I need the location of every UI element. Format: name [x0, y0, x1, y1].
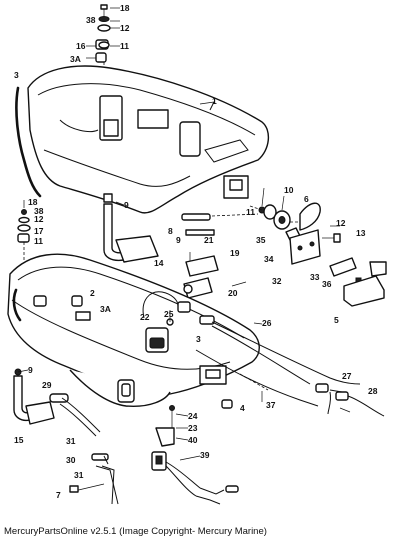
- callout: 19: [230, 248, 240, 258]
- callout: 2: [90, 288, 95, 298]
- callout: 29: [42, 380, 52, 390]
- studs: [181, 213, 259, 236]
- callout: 37: [266, 400, 276, 410]
- callout: 9: [124, 200, 129, 210]
- callout: 18: [120, 3, 130, 13]
- callout: 11: [120, 41, 129, 51]
- latch-assembly: [249, 202, 387, 307]
- bottom-cowl: [7, 253, 260, 408]
- callout: 12: [336, 218, 346, 228]
- callout: 12: [120, 23, 130, 33]
- callout: 3: [14, 70, 19, 80]
- callout: 38: [34, 206, 44, 216]
- callout: 17: [34, 226, 44, 236]
- lower-bracket-parts: [151, 399, 239, 505]
- callout: 38: [86, 15, 96, 25]
- callout: 11: [34, 236, 43, 246]
- callout: 8: [168, 226, 173, 236]
- callout: 14: [154, 258, 164, 268]
- callout-labels: 18 38 12 16 11 3A 3 1 9 10 6 11 8 9 35 2…: [14, 3, 378, 500]
- callout: 6: [304, 194, 309, 204]
- callout: 3: [196, 334, 201, 344]
- callout: 40: [188, 435, 198, 445]
- copyright-caption: MercuryPartsOnline v2.5.1 (Image Copyrig…: [4, 526, 267, 537]
- callout: 10: [284, 185, 294, 195]
- callout: 12: [34, 214, 44, 224]
- callout: 1: [212, 96, 217, 106]
- callout: 33: [310, 272, 320, 282]
- seal-strip-top: [15, 86, 42, 198]
- top-hardware-stack: [95, 4, 111, 95]
- callout: 27: [342, 371, 352, 381]
- callout: 15: [14, 435, 24, 445]
- exploded-parts-diagram: 18 38 12 16 11 3A 3 1 9 10 6 11 8 9 35 2…: [7, 3, 387, 505]
- callout: 26: [262, 318, 272, 328]
- callout: 30: [66, 455, 76, 465]
- callout: 31: [66, 436, 76, 446]
- callout: 25: [164, 309, 174, 319]
- callout: 28: [368, 386, 378, 396]
- top-cowl: [27, 65, 269, 214]
- callout: 36: [322, 279, 332, 289]
- callout: 31: [74, 470, 84, 480]
- control-cables: [195, 315, 385, 417]
- callout: 9: [28, 365, 33, 375]
- lower-hose-parts: [13, 368, 119, 505]
- callout: 4: [240, 403, 245, 413]
- diagram-drawing: 18 38 12 16 11 3A 3 1 9 10 6 11 8 9 35 2…: [7, 3, 387, 505]
- callout: 35: [256, 235, 266, 245]
- shift-clip-parts: [183, 252, 219, 299]
- callout: 22: [140, 312, 150, 322]
- callout: 18: [28, 197, 38, 207]
- callout: 32: [272, 276, 282, 286]
- fuel-connector: [142, 291, 191, 353]
- callout: 24: [188, 411, 198, 421]
- callout: 39: [200, 450, 210, 460]
- callout: 5: [334, 315, 339, 325]
- lower-hardware-stack: [17, 200, 31, 262]
- callout: 23: [188, 423, 198, 433]
- seal-strip-bottom: [12, 288, 22, 322]
- callout: 21: [204, 235, 214, 245]
- callout: 16: [76, 41, 86, 51]
- callout: 34: [264, 254, 274, 264]
- callout: 20: [228, 288, 238, 298]
- callout: 11: [246, 207, 255, 217]
- callout: 9: [176, 235, 181, 245]
- callout: 7: [56, 490, 61, 500]
- leader-lines: [17, 7, 351, 461]
- callout: 13: [356, 228, 366, 238]
- pilot-hose-and-bracket: [103, 193, 159, 263]
- callout: 3A: [70, 54, 81, 64]
- callout: 3A: [100, 304, 111, 314]
